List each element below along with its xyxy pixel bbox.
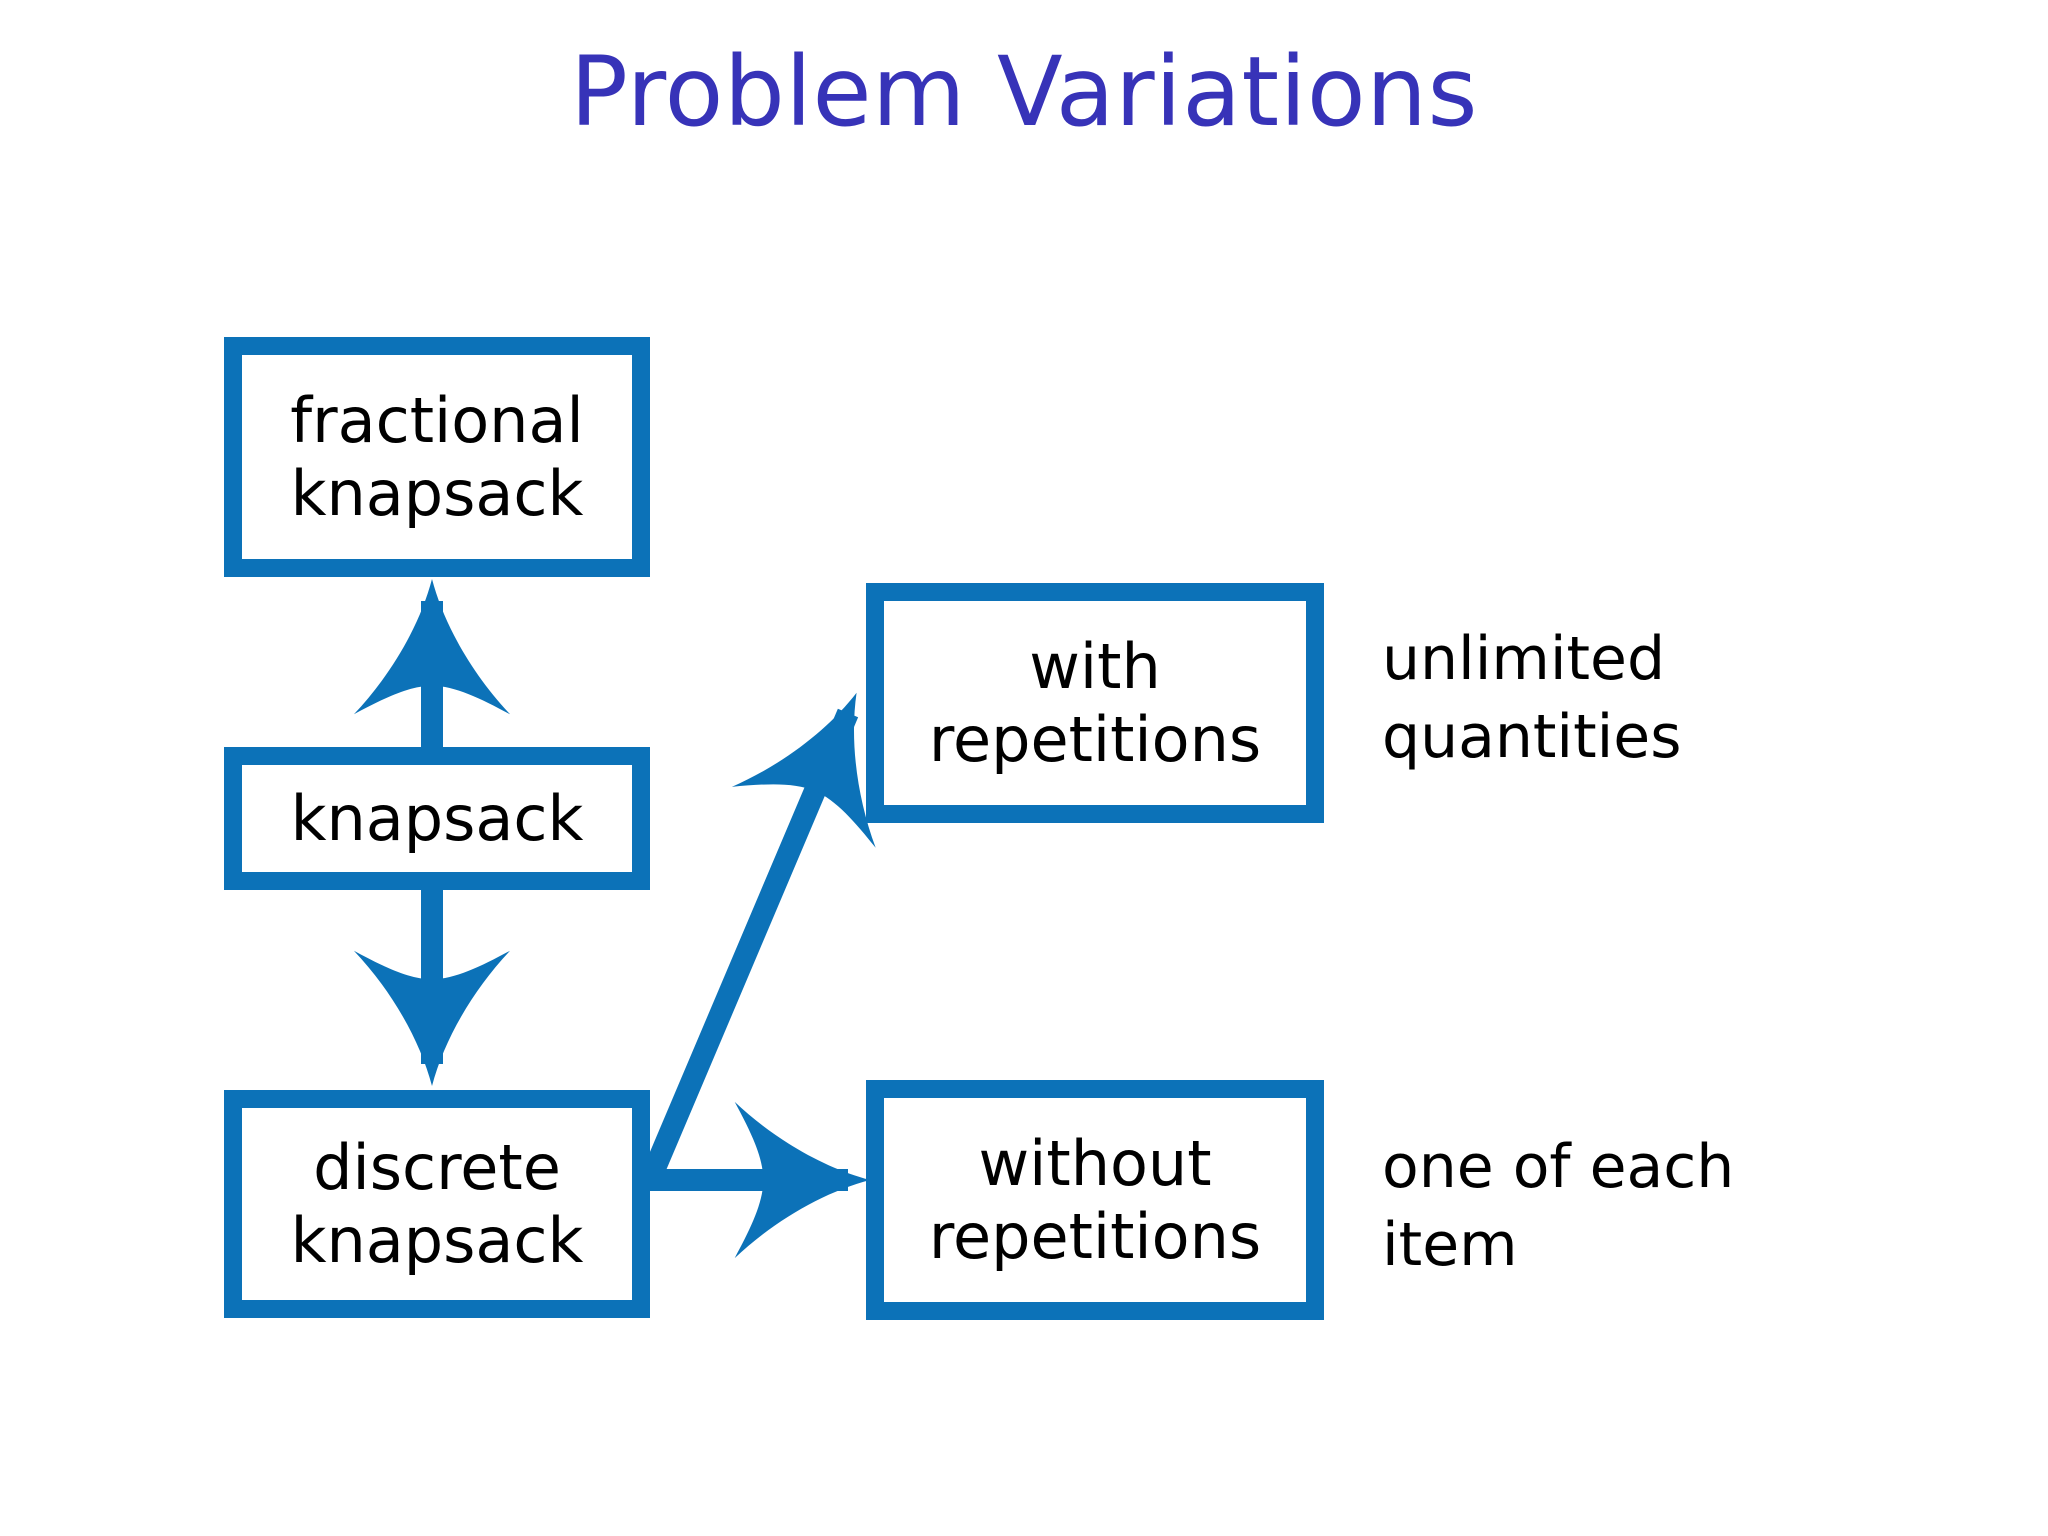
node-knapsack-line1: knapsack	[290, 781, 584, 855]
node-discrete-knapsack[interactable]: discrete knapsack	[224, 1090, 650, 1318]
node-with-repetitions-line2: repetitions	[928, 703, 1262, 776]
annotation-unlimited-quantities-line2: quantities	[1382, 702, 1682, 772]
node-without-repetitions-line2: repetitions	[928, 1200, 1262, 1273]
page-title: Problem Variations	[570, 36, 1478, 148]
annotation-one-of-each-item: one of each item	[1382, 1128, 1734, 1284]
node-fractional-knapsack-line1: fractional	[290, 383, 584, 457]
node-discrete-knapsack-line2: knapsack	[290, 1204, 584, 1277]
annotation-one-of-each-item-line2: item	[1382, 1210, 1518, 1280]
node-knapsack[interactable]: knapsack	[224, 747, 650, 890]
node-fractional-knapsack[interactable]: fractional knapsack	[224, 337, 650, 577]
node-fractional-knapsack-line2: knapsack	[290, 457, 584, 530]
annotation-unlimited-quantities: unlimited quantities	[1382, 620, 1681, 776]
node-without-repetitions-line1: without	[978, 1126, 1212, 1200]
node-discrete-knapsack-line1: discrete	[313, 1130, 561, 1204]
edge-discrete-to-with-repetitions	[639, 692, 876, 1185]
annotation-unlimited-quantities-line1: unlimited	[1382, 624, 1666, 694]
annotation-one-of-each-item-line1: one of each	[1382, 1132, 1735, 1202]
node-without-repetitions[interactable]: without repetitions	[866, 1080, 1324, 1320]
node-with-repetitions-line1: with	[1029, 629, 1161, 703]
node-with-repetitions[interactable]: with repetitions	[866, 583, 1324, 823]
